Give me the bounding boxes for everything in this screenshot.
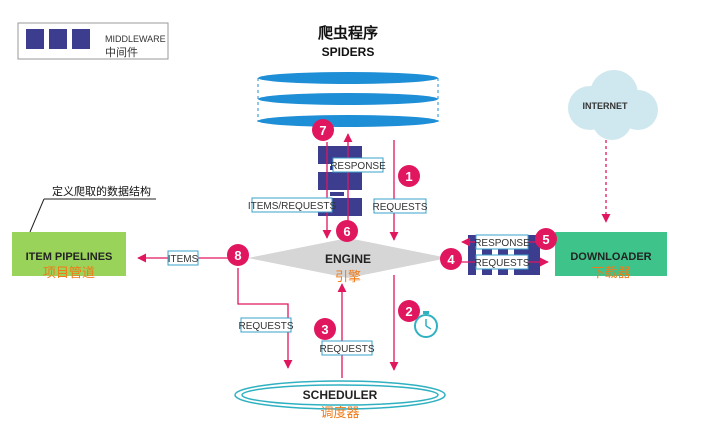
item-pipelines-label-cn: 项目管道 [43,265,95,280]
spider-disc [258,93,438,105]
svg-text:REQUESTS: REQUESTS [238,321,293,332]
scheduler-label-cn: 调度器 [320,405,359,420]
spiders-title-en: SPIDERS [322,45,375,59]
svg-text:3: 3 [321,322,328,337]
engine-shape [248,238,448,278]
engine-label: ENGINE [325,252,371,266]
spiders-stack [257,72,439,127]
item-pipelines-annotation: 定义爬取的数据结构 [29,184,156,233]
engine-label-cn: 引擎 [335,269,361,284]
svg-text:2: 2 [405,304,412,319]
legend-subtitle: 中间件 [105,46,138,59]
middleware-legend: MIDDLEWARE 中间件 [17,22,169,60]
internet-cloud: INTERNET [568,70,658,140]
item-pipelines-box [12,232,126,276]
svg-text:4: 4 [447,252,455,267]
svg-text:7: 7 [319,123,326,138]
step-5-badge: 5 [535,228,557,250]
requests-spider-label: REQUESTS [372,198,428,214]
scheduler-label: SCHEDULER [303,388,378,402]
step-4-badge: 4 [440,248,462,270]
internet-label: INTERNET [583,101,629,111]
items-requests-label: ITEMS/REQUESTS [248,197,337,213]
step-1-badge: 1 [398,165,420,187]
svg-text:RESPONSE: RESPONSE [474,238,530,249]
downloader-label: DOWNLOADER [570,251,651,263]
svg-text:REQUESTS: REQUESTS [319,344,374,355]
scheduler-ring-outer [234,380,446,410]
scheduler-ring-inner [241,384,439,406]
svg-text:5: 5 [542,232,549,247]
response-spider-label: RESPONSE [330,157,386,173]
svg-text:1: 1 [405,169,412,184]
svg-text:RESPONSE: RESPONSE [330,161,386,172]
legend-title: MIDDLEWARE [105,34,166,44]
annotation-text: 定义爬取的数据结构 [52,184,151,198]
spider-disc [258,72,438,84]
spider-disc [258,115,438,127]
response-downloader-label: RESPONSE [474,234,530,250]
step-3-badge: 3 [314,318,336,340]
item-pipelines-label: ITEM PIPELINES [26,251,113,263]
requests-downloader-label: REQUESTS [474,254,530,270]
middleware-swatch [26,29,44,49]
step-7-badge: 7 [312,119,334,141]
middleware-swatch [72,29,90,49]
step-8-badge: 8 [227,244,249,266]
step-2-badge: 2 [398,300,420,322]
requests-bottom-label: REQUESTS [319,340,375,356]
svg-text:ITEMS/REQUESTS: ITEMS/REQUESTS [248,201,337,212]
requests-left-label: REQUESTS [238,317,294,333]
downloader-label-cn: 下载器 [591,265,630,280]
svg-text:ITEMS: ITEMS [168,254,199,265]
timer-icon [414,311,438,338]
svg-text:8: 8 [234,248,241,263]
middleware-swatch [49,29,67,49]
items-label: ITEMS [167,250,199,266]
svg-text:6: 6 [343,224,350,239]
svg-text:REQUESTS: REQUESTS [372,202,427,213]
step-6-badge: 6 [336,220,358,242]
svg-text:REQUESTS: REQUESTS [474,258,529,269]
downloader-box [555,232,667,276]
spiders-title-cn: 爬虫程序 [317,24,378,42]
